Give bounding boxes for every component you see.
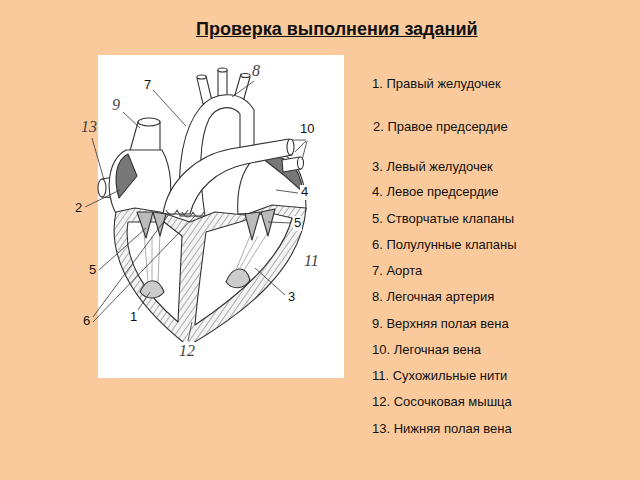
legend-item: 7. Аорта [372, 264, 422, 279]
legend-item: 4. Левое предсердие [372, 185, 499, 200]
legend-item: 10. Легочная вена [372, 343, 481, 358]
callout-number: 13 [80, 118, 98, 136]
callout-number: 8 [251, 62, 261, 80]
callout-number: 5 [293, 216, 302, 231]
callout-number: 3 [287, 290, 296, 305]
legend-item: 2. Правое предсердие [373, 120, 508, 135]
callout-number: 1 [129, 310, 138, 325]
legend-item: 3. Левый желудочек [372, 160, 493, 175]
callout-number: 10 [299, 122, 315, 137]
page-title: Проверка выполнения заданий [196, 19, 478, 40]
legend-item: 8. Легочная артерия [372, 290, 494, 305]
callout-number: 5 [88, 263, 97, 278]
callout-number: 2 [74, 201, 83, 216]
heart-drawing [98, 68, 306, 346]
legend-item: 1. Правый желудочек [372, 77, 501, 92]
callout-number: 11 [303, 252, 320, 270]
legend-item: 12. Сосочковая мышца [372, 395, 512, 410]
legend-item: 13. Нижняя полая вена [372, 422, 512, 437]
legend-item: 11. Сухожильные нити [372, 369, 507, 384]
callout-number: 12 [178, 342, 196, 360]
white-panel [98, 55, 344, 378]
legend-item: 6. Полулунные клапаны [372, 238, 517, 253]
legend-item: 9. Верхняя полая вена [372, 317, 509, 332]
callout-number: 7 [143, 78, 152, 93]
callout-number: 4 [300, 185, 309, 200]
leader-lines [85, 81, 307, 341]
legend-item: 5. Створчатые клапаны [372, 212, 514, 227]
callout-number: 9 [111, 96, 121, 114]
callout-number: 6 [82, 314, 91, 329]
